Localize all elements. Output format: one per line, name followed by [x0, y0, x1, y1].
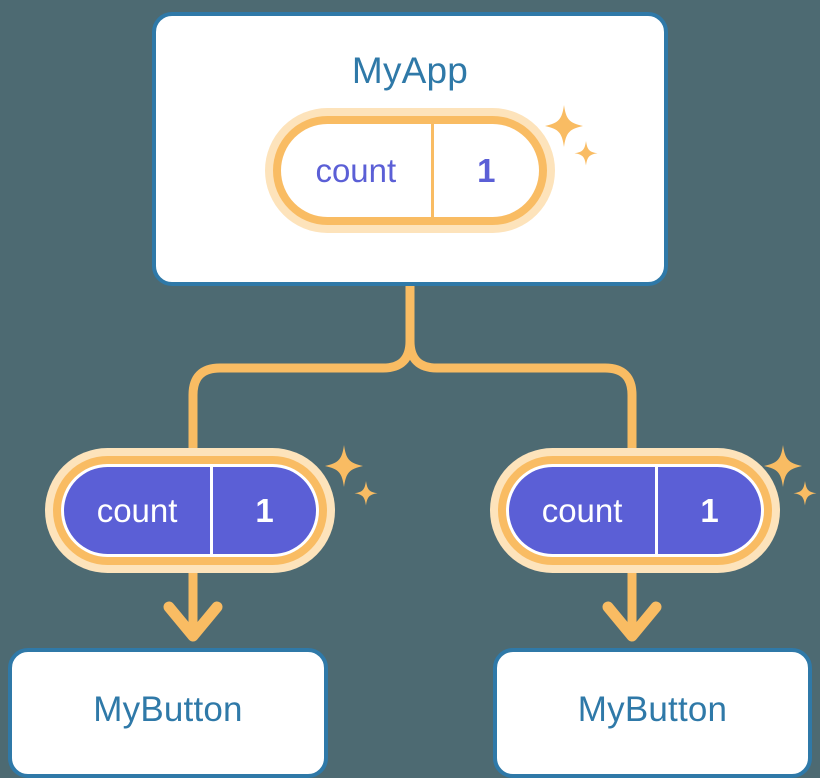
state-pill-key: count	[541, 491, 623, 529]
branch-connector-right-icon	[405, 340, 637, 452]
state-pill-left[interactable]: count 1	[45, 448, 335, 573]
state-pill-right[interactable]: count 1	[490, 448, 780, 573]
arrow-down-left-head-icon	[163, 601, 223, 642]
state-pill-key: count	[96, 491, 178, 529]
state-pill-key: count	[315, 151, 397, 189]
page-title: MyApp	[351, 50, 469, 91]
state-pill-body: count 1	[506, 464, 764, 557]
state-pill-myapp[interactable]: count 1	[265, 108, 555, 233]
state-pill-fill: count 1	[64, 467, 316, 554]
component-card-title: MyButton	[577, 690, 728, 729]
state-pill-fill: count 1	[509, 467, 761, 554]
sparkle-small-icon	[354, 481, 378, 506]
state-pill-ring: count 1	[498, 456, 772, 565]
state-pill-body: count 1	[61, 464, 319, 557]
state-pill-ring: count 1	[53, 456, 327, 565]
branch-connector-left-icon	[188, 340, 415, 452]
component-card-title: MyButton	[93, 690, 243, 729]
state-pill-value: 1	[655, 467, 761, 554]
sparkle-icon	[325, 445, 363, 487]
sparkle-small-icon	[793, 481, 817, 506]
component-card-mybutton-right[interactable]: MyButton	[493, 648, 812, 778]
state-pill-body: count 1	[281, 124, 539, 217]
component-card-mybutton-left[interactable]: MyButton	[8, 648, 328, 778]
state-pill-value: 1	[210, 467, 316, 554]
arrow-down-right-head-icon	[602, 601, 662, 642]
state-pill-ring: count 1	[273, 116, 547, 225]
state-pill-value: 1	[430, 124, 539, 217]
